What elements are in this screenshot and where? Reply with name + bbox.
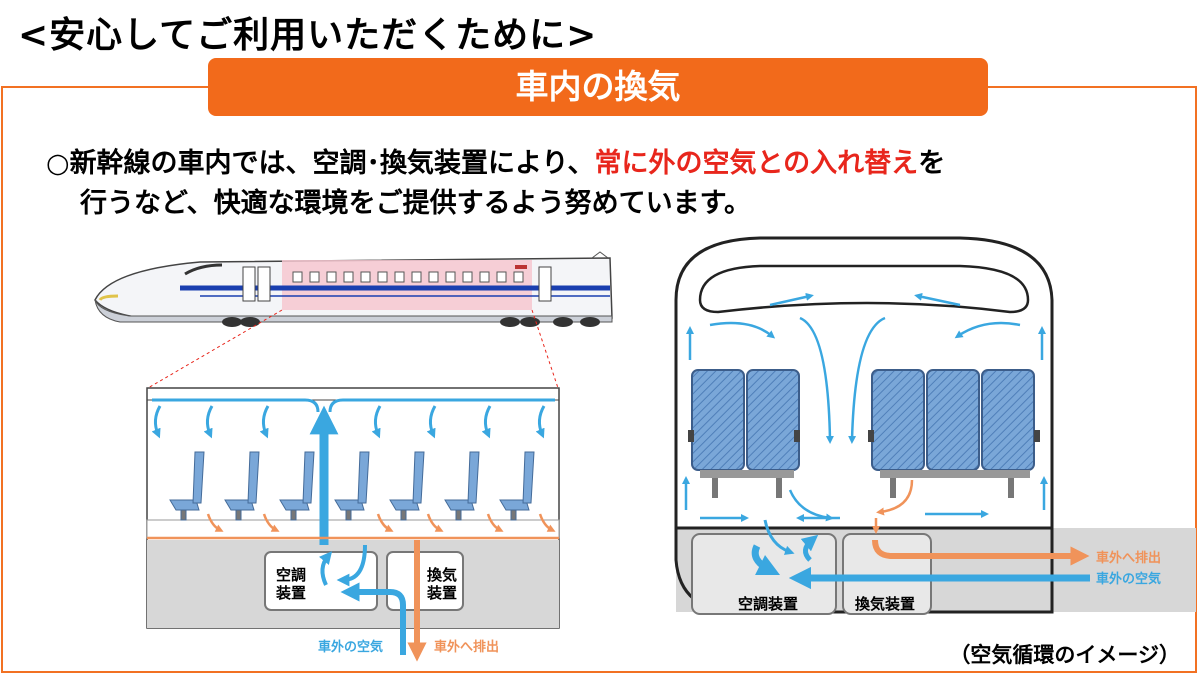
ventilation-unit-box bbox=[386, 551, 464, 611]
shinkansen-train bbox=[94, 251, 613, 327]
side-section-diagram: 空調 装置 換気 装置 車外の空気 車外へ排出 bbox=[146, 387, 560, 662]
exhaust-flow bbox=[872, 539, 1090, 566]
outside-air-label: 車外の空気 bbox=[1096, 571, 1161, 587]
intro-highlight: 常に外の空気との入れ替え bbox=[594, 148, 919, 179]
exhaust-label: 車外へ排出 bbox=[1096, 550, 1161, 566]
ac-unit-label: 空調 bbox=[276, 566, 306, 584]
ventilation-unit-label: 換気装置 bbox=[855, 595, 915, 613]
ac-unit-label: 空調装置 bbox=[738, 595, 798, 613]
section-title-banner: 車内の換気 bbox=[208, 58, 988, 116]
seat-group-left bbox=[688, 369, 800, 498]
outside-air-label: 車外の空気 bbox=[318, 639, 383, 655]
bullet-circle: ○ bbox=[46, 148, 70, 179]
train-windows bbox=[292, 271, 524, 283]
exhaust-label: 車外へ排出 bbox=[434, 639, 499, 655]
cross-section-diagram: 空調装置 換気装置 bbox=[674, 236, 1196, 615]
train-wheels bbox=[222, 317, 600, 327]
ventilation-unit-label: 装置 bbox=[426, 584, 457, 602]
seat-row bbox=[169, 451, 535, 521]
zoom-line bbox=[147, 309, 283, 389]
ventilation-unit-label: 換気 bbox=[427, 566, 457, 584]
intro-text: ○新幹線の車内では、空調･換気装置により、常に外の空気との入れ替えを 行うなど、… bbox=[46, 144, 1166, 224]
seat-group-right bbox=[868, 369, 1040, 498]
ac-unit-label: 装置 bbox=[275, 584, 306, 602]
zoom-line bbox=[531, 309, 559, 389]
page-title: <安心してご利用いただくために> bbox=[18, 15, 598, 56]
train-door bbox=[538, 266, 552, 302]
intro-text-before: 新幹線の車内では、空調･換気装置により、 bbox=[69, 148, 595, 179]
return-airflow bbox=[147, 513, 559, 540]
intro-line-2: 行うなど、快適な環境をご提供するよう努めています。 bbox=[80, 188, 751, 219]
train-door bbox=[242, 266, 256, 302]
outside-air-intake bbox=[340, 582, 406, 655]
train-door bbox=[257, 266, 271, 302]
cabin-airflow bbox=[681, 292, 1049, 523]
passenger-cabin-highlight bbox=[282, 260, 532, 310]
intro-line-1: ○新幹線の車内では、空調･換気装置により、常に外の空気との入れ替えを bbox=[46, 144, 1166, 184]
intro-text-after: を bbox=[918, 148, 946, 179]
diagram-caption: （空気循環のイメージ） bbox=[949, 643, 1180, 667]
